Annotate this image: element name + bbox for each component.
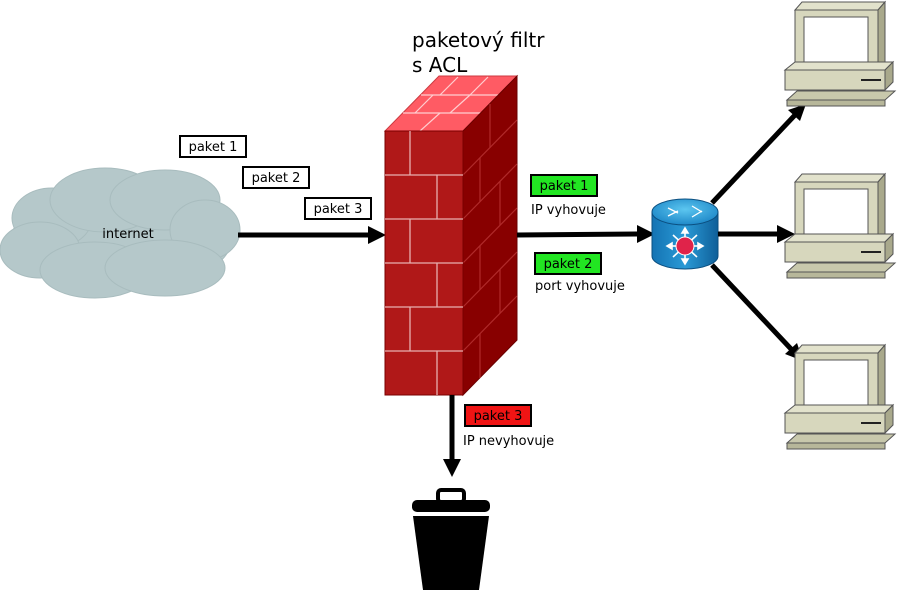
cloud-label: internet [102, 227, 153, 242]
layer3-switch-icon [651, 198, 719, 270]
accepted-packet-2: paket 2 port vyhovuje [534, 252, 625, 294]
accepted-packet-reason: IP vyhovuje [531, 203, 606, 218]
trash-bin-icon [412, 488, 490, 590]
incoming-packet-2: paket 2 [242, 166, 310, 189]
accepted-packet-box [530, 174, 598, 197]
arrow-switch-to-computer-2 [718, 225, 795, 243]
accepted-packet-reason: port vyhovuje [535, 279, 625, 294]
desktop-computer-icon [783, 172, 897, 279]
rejected-packet: paket 3 IP nevyhovuje [463, 404, 554, 449]
rejected-packet-reason: IP nevyhovuje [463, 434, 554, 449]
incoming-packet-3: paket 3 [304, 197, 372, 220]
accepted-packet-label: paket 1 [540, 179, 589, 194]
rejected-packet-label: paket 3 [474, 409, 523, 424]
brick-firewall-icon [383, 74, 519, 397]
arrow-firewall-to-switch [516, 225, 655, 243]
accepted-packet-1: paket 1 IP vyhovuje [530, 174, 606, 218]
desktop-computer-icon [783, 343, 897, 450]
rejected-packet-box [464, 404, 532, 427]
incoming-packet-label: paket 2 [252, 171, 301, 186]
accepted-packet-box [534, 252, 602, 275]
diagram-title-line2: s ACL [412, 53, 468, 77]
arrow-firewall-to-trash [443, 395, 461, 477]
arrow-switch-to-computer-3 [710, 263, 803, 361]
arrow-switch-to-computer-1 [710, 104, 806, 205]
arrow-internet-to-firewall [238, 226, 386, 244]
desktop-computer-icon [783, 0, 897, 107]
incoming-packet-label: paket 3 [314, 202, 363, 217]
diagram-title-line1: paketový filtr [412, 28, 545, 52]
cloud-icon: internet [0, 167, 241, 299]
incoming-packet-1: paket 1 [179, 135, 247, 158]
incoming-packet-label: paket 1 [189, 140, 238, 155]
accepted-packet-label: paket 2 [544, 257, 593, 272]
